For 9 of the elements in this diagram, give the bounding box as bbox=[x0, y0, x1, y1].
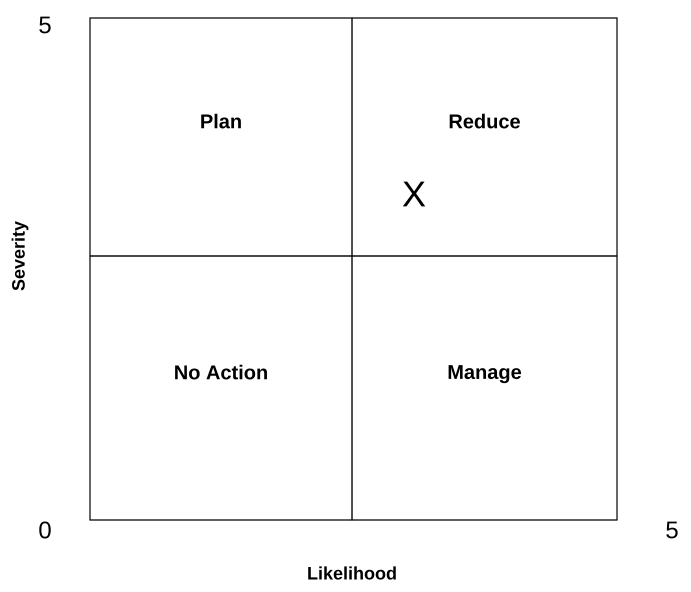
axis-max-value: 5 bbox=[666, 522, 678, 538]
axis-max-value: 5 bbox=[39, 16, 51, 34]
axis-title: Likelihood bbox=[308, 566, 396, 580]
risk-marker: X bbox=[402, 182, 426, 206]
axis-origin-value: 0 bbox=[39, 522, 51, 538]
quadrant-box: Plan bbox=[89, 17, 353, 257]
quadrant-box: No Action bbox=[89, 255, 353, 521]
axis-title: Severity bbox=[12, 221, 28, 290]
quadrant-box: Manage bbox=[351, 255, 618, 521]
